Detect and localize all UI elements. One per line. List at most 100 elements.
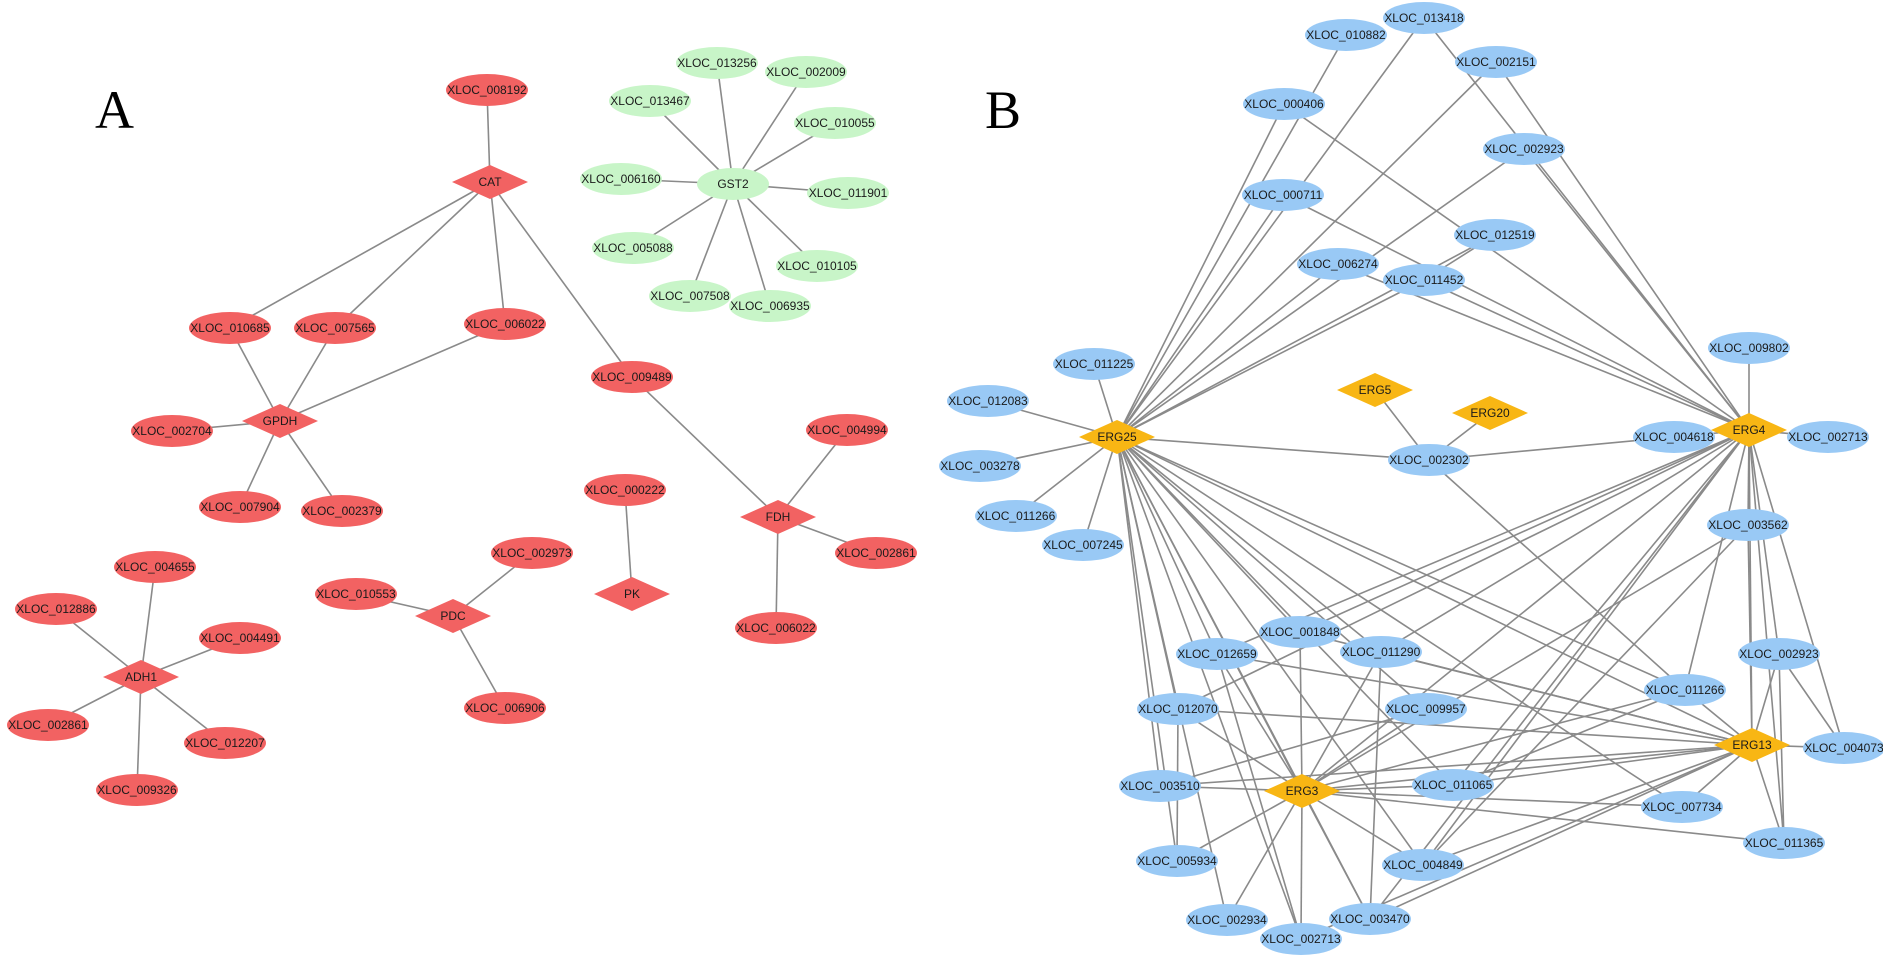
b-node-xloc-007245: XLOC_007245 — [1042, 529, 1124, 561]
a-node-xloc-006160: XLOC_006160 — [580, 163, 662, 195]
a-node-label: FDH — [766, 510, 791, 524]
a-edge — [334, 181, 491, 329]
b-node-label: ERG13 — [1732, 738, 1772, 752]
a-node-xloc-002861: XLOC_002861 — [835, 537, 917, 569]
b-node-xloc-012659: XLOC_012659 — [1176, 638, 1258, 670]
b-node-label: XLOC_002923 — [1739, 647, 1819, 661]
b-node-label: ERG3 — [1286, 784, 1319, 798]
a-node-shape — [315, 578, 397, 610]
a-node-shape — [452, 165, 528, 199]
b-node-xloc-004073: XLOC_004073 — [1803, 732, 1883, 764]
a-node-shape — [15, 593, 97, 625]
a-node-xloc-010685: XLOC_010685 — [189, 312, 271, 344]
a-node-label: XLOC_002861 — [836, 546, 916, 560]
a-node-shape — [491, 537, 573, 569]
b-node-label: XLOC_011065 — [1414, 778, 1493, 792]
a-node-shape — [735, 612, 817, 644]
b-node-shape — [1455, 46, 1537, 78]
b-edge — [1116, 436, 1683, 808]
a-node-shape — [594, 577, 670, 611]
b-edge — [1300, 790, 1303, 940]
a-node-xloc-006022: XLOC_006022 — [464, 308, 546, 340]
b-edge — [1116, 436, 1454, 786]
b-edge — [1301, 744, 1753, 792]
a-node-xloc-013467: XLOC_013467 — [609, 85, 691, 117]
b-node-shape — [1176, 638, 1258, 670]
a-node-label: XLOC_011901 — [809, 186, 888, 200]
a-node-label: XLOC_006022 — [465, 317, 545, 331]
a-edge — [716, 62, 734, 185]
b-node-shape — [1452, 396, 1528, 430]
a-edge — [229, 181, 491, 329]
a-node-shape — [591, 361, 673, 393]
b-edge — [1116, 279, 1425, 438]
b-node-shape — [939, 450, 1021, 482]
panel-label-a: A — [95, 80, 134, 140]
b-node-label: XLOC_002713 — [1261, 932, 1341, 946]
a-node-label: XLOC_007565 — [295, 321, 375, 335]
b-edge — [1428, 459, 1686, 691]
b-node-shape — [1385, 693, 1467, 725]
a-node-label: XLOC_013256 — [677, 56, 757, 70]
a-node-label: XLOC_006022 — [736, 621, 816, 635]
b-node-label: XLOC_000406 — [1244, 97, 1324, 111]
a-node-xloc-010553: XLOC_010553 — [315, 578, 397, 610]
a-node-xloc-006022: XLOC_006022 — [735, 612, 817, 644]
b-node-shape — [1137, 693, 1219, 725]
b-node-xloc-011266: XLOC_011266 — [975, 500, 1057, 532]
b-node-label: XLOC_012519 — [1455, 228, 1535, 242]
a-node-shape — [301, 495, 383, 527]
b-node-xloc-010882: XLOC_010882 — [1305, 19, 1387, 51]
a-node-label: XLOC_010055 — [795, 116, 875, 130]
a-node-xloc-006935: XLOC_006935 — [729, 290, 811, 322]
b-node-label: XLOC_012659 — [1177, 647, 1257, 661]
b-edge — [1116, 436, 1218, 655]
b-edge — [1423, 279, 1750, 431]
b-edge — [1177, 708, 1753, 746]
a-node-shape — [415, 599, 491, 633]
a-node-shape — [446, 74, 528, 106]
b-node-erg4: ERG4 — [1711, 413, 1787, 447]
b-node-label: XLOC_004618 — [1634, 430, 1714, 444]
b-edge — [1216, 653, 1302, 940]
b-node-label: XLOC_011266 — [977, 509, 1056, 523]
b-node-label: XLOC_003278 — [940, 459, 1020, 473]
a-node-xloc-006906: XLOC_006906 — [464, 692, 546, 724]
a-node-fdh: FDH — [740, 500, 816, 534]
a-node-shape — [7, 709, 89, 741]
a-edge — [489, 181, 506, 325]
b-node-shape — [1388, 444, 1470, 476]
b-edge — [1116, 436, 1161, 787]
a-node-shape — [131, 415, 213, 447]
a-node-shape — [584, 474, 666, 506]
b-node-shape — [1383, 2, 1465, 34]
b-node-xloc-012083: XLOC_012083 — [947, 385, 1029, 417]
b-node-shape — [975, 500, 1057, 532]
a-edge — [136, 676, 142, 791]
a-node-shape — [835, 537, 917, 569]
b-node-xloc-006274: XLOC_006274 — [1297, 248, 1379, 280]
b-node-xloc-002934: XLOC_002934 — [1186, 904, 1268, 936]
b-edge — [1369, 744, 1753, 920]
a-node-label: XLOC_004994 — [807, 423, 887, 437]
b-edge — [1301, 790, 1683, 808]
b-node-xloc-001848: XLOC_001848 — [1259, 616, 1341, 648]
b-edge — [1299, 429, 1750, 633]
b-node-label: XLOC_005934 — [1137, 854, 1217, 868]
a-node-xloc-010105: XLOC_010105 — [776, 250, 858, 282]
a-node-label: GST2 — [717, 177, 749, 191]
b-node-label: XLOC_011290 — [1342, 645, 1421, 659]
b-edge — [1748, 429, 1845, 749]
a-node-shape — [103, 660, 179, 694]
a-node-shape — [592, 232, 674, 264]
b-node-shape — [1412, 769, 1494, 801]
a-node-xloc-007565: XLOC_007565 — [294, 312, 376, 344]
b-edge — [1116, 436, 1302, 940]
a-node-xloc-007904: XLOC_007904 — [199, 491, 281, 523]
b-node-label: XLOC_004849 — [1383, 858, 1463, 872]
b-node-erg25: ERG25 — [1079, 420, 1155, 454]
a-edge — [624, 489, 633, 595]
b-node-shape — [1340, 636, 1422, 668]
b-edge — [1523, 148, 1750, 431]
b-node-erg20: ERG20 — [1452, 396, 1528, 430]
